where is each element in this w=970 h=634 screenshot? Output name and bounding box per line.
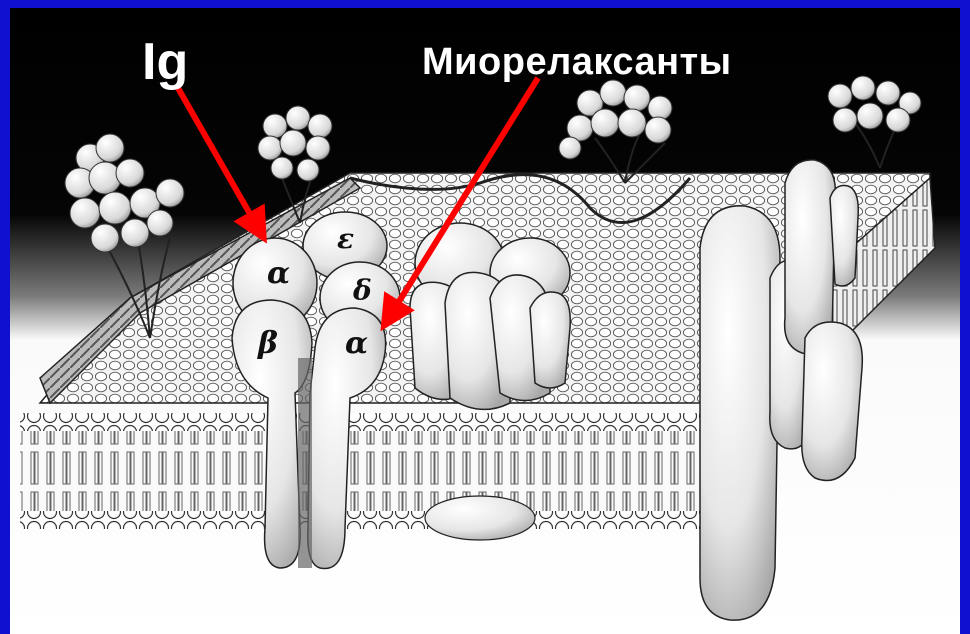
- bilayer-tails: [20, 431, 710, 511]
- bilayer-bottom-heads: [20, 511, 710, 529]
- subunit-label-alpha-right: α: [345, 326, 368, 361]
- membrane-diagram: α ε δ β α: [10, 8, 960, 634]
- bilayer-top-heads: [20, 413, 710, 431]
- subunit-label-delta: δ: [352, 274, 372, 307]
- label-ig: Ig: [142, 36, 188, 88]
- subunit-label-beta: β: [257, 326, 278, 361]
- ion-channel-pore: [298, 358, 312, 568]
- subunit-label-epsilon: ε: [337, 222, 354, 255]
- subunit-label-alpha-left: α: [267, 256, 290, 291]
- membrane-illustration: α ε δ β α Ig Миорелаксанты: [10, 8, 960, 634]
- label-muscle-relaxants: Миорелаксанты: [422, 43, 732, 81]
